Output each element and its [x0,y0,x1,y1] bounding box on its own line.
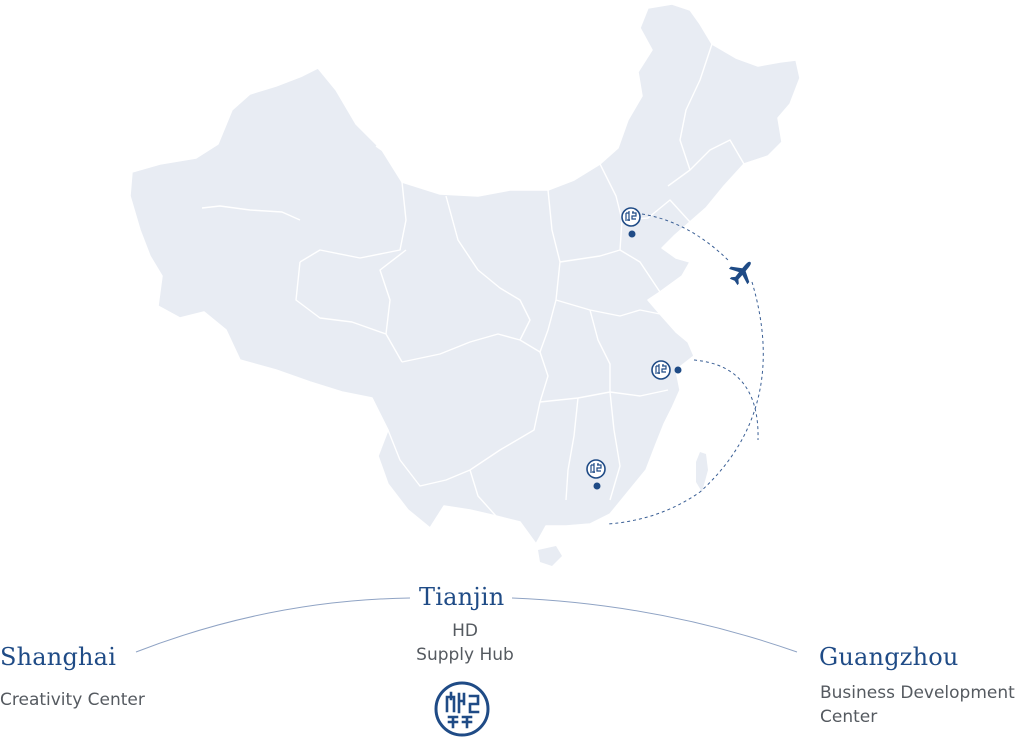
city-name-guangzhou: Guangzhou [819,643,959,671]
city-description-line: HD [452,621,478,641]
location-dot-icon [628,230,636,238]
labels-connecting-arc [135,597,798,653]
route-shanghai-branch [693,359,759,441]
city-description-tianjin: HD Supply Hub [380,619,550,667]
city-description-line: Creativity Center [0,690,145,710]
map-marker-shanghai[interactable] [651,360,682,380]
china-map [129,3,801,566]
city-description-line: Supply Hub [416,645,514,665]
city-name-tianjin: Tianjin [419,583,505,611]
flight-routes [607,213,764,525]
seal-logo-icon [621,207,641,227]
route-main-arc [607,281,764,525]
seal-logo-icon [434,681,490,737]
city-description-line: Center [820,707,878,727]
city-description-line: Business Development [820,683,1015,703]
location-dot-icon [674,366,682,374]
map-marker-tianjin[interactable] [621,207,641,238]
seal-logo-icon [651,360,671,380]
location-dot-icon [593,482,601,490]
taiwan-shape [696,452,708,492]
airplane-icon [728,261,751,286]
route-tianjin-guangzhou [641,213,731,263]
mainland-china-shape [129,3,801,545]
city-description-shanghai: Creativity Center [0,688,145,712]
city-description-guangzhou: Business Development Center [820,681,1035,729]
province-borders [201,43,745,517]
map-marker-guangzhou[interactable] [586,459,606,490]
city-name-shanghai: Shanghai [0,643,117,671]
hainan-shape [538,546,562,566]
seal-logo-icon [586,459,606,479]
